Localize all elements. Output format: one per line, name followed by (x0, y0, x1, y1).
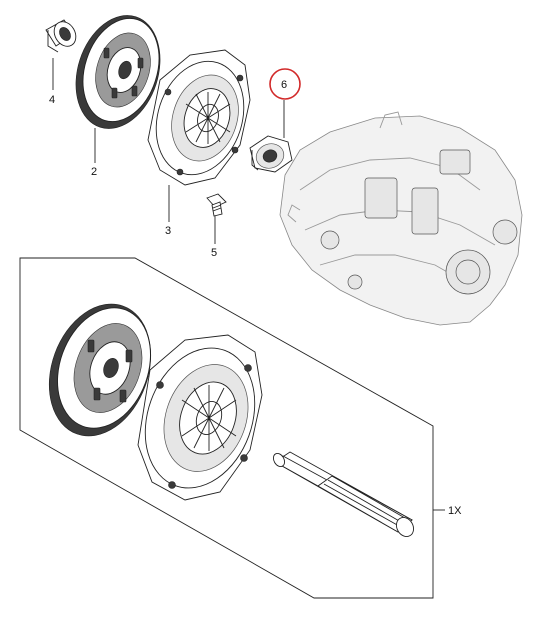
bolt (206, 193, 227, 217)
transmission-housing (279, 111, 523, 326)
callout-5[interactable]: 5 (211, 247, 217, 259)
kit-outline (19, 257, 434, 599)
callout-4[interactable]: 4 (49, 94, 55, 106)
callout-2[interactable]: 2 (91, 166, 97, 178)
pressure-plate (147, 49, 251, 186)
callout-3[interactable]: 3 (165, 225, 171, 237)
kit-clutch-disc (48, 303, 152, 437)
release-bearing (249, 135, 293, 173)
kit-pressure-plate (137, 334, 263, 501)
clutch-disc (75, 15, 161, 129)
callout-1x[interactable]: 1X (448, 505, 462, 517)
pilot-bearing (45, 19, 77, 53)
highlight-ring (269, 68, 301, 100)
callout-6[interactable]: 6 (281, 79, 287, 91)
alignment-tool (272, 451, 414, 537)
